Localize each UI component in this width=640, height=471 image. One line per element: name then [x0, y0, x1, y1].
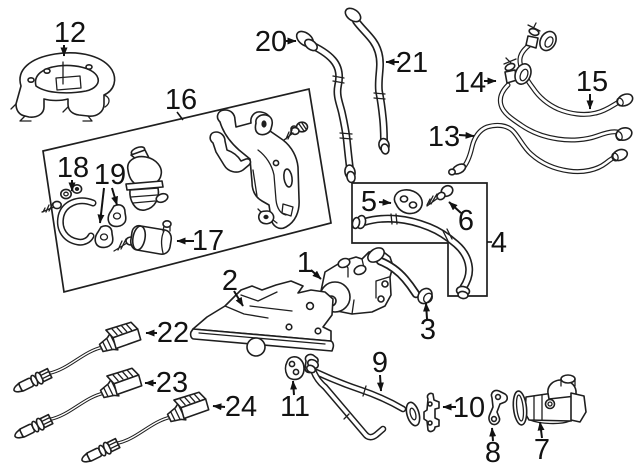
callouts: 1 2 3 4 5 6 7 8 9 10 11 12 13 14 15 16 1…: [54, 17, 608, 469]
callout-arrow: [378, 198, 392, 206]
callout-3: 3: [420, 302, 436, 346]
callout-12-label[interactable]: 12: [54, 17, 86, 49]
group-box-16: [42, 87, 332, 294]
part-24-drawing: [74, 385, 213, 471]
part-14-drawing: [497, 57, 633, 143]
callout-arrow: [212, 403, 226, 411]
callout-8-label[interactable]: 8: [485, 437, 501, 469]
callout-arrow: [423, 302, 431, 320]
callout-20-label[interactable]: 20: [255, 26, 287, 58]
callout-3-label[interactable]: 3: [420, 314, 436, 346]
callout-15: 15: [576, 66, 608, 110]
callout-arrow: [458, 131, 475, 139]
part-7-drawing: [512, 374, 587, 426]
callout-19: 19: [94, 159, 126, 224]
callout-10: 10: [442, 392, 485, 424]
callout-22-label[interactable]: 22: [157, 317, 189, 349]
callout-7-label[interactable]: 7: [534, 434, 550, 466]
callout-23-label[interactable]: 23: [156, 367, 188, 399]
part-12-drawing: [10, 52, 116, 122]
callout-11: 11: [280, 380, 310, 423]
callout-18-label[interactable]: 18: [57, 152, 89, 184]
callout-9-label[interactable]: 9: [372, 347, 388, 379]
part-21-drawing: [344, 7, 390, 155]
callout-leader: [176, 111, 184, 121]
group-box-4: [351, 182, 488, 297]
callout-18: 18: [57, 152, 89, 192]
part-3-drawing: [367, 247, 434, 305]
part-4-group-contents: [351, 184, 474, 300]
part-15-drawing: [517, 22, 634, 117]
callout-arrow: [310, 269, 322, 280]
callout-13-label[interactable]: 13: [428, 121, 460, 153]
callout-7: 7: [534, 421, 550, 466]
callout-12: 12: [54, 17, 86, 57]
callout-4: 4: [487, 227, 507, 259]
callout-16: 16: [165, 84, 197, 121]
callout-arrow: [376, 374, 384, 392]
part-8-drawing: [488, 389, 509, 426]
callout-arrow: [448, 201, 462, 214]
callout-24-label[interactable]: 24: [225, 391, 257, 423]
callout-13: 13: [428, 121, 475, 153]
part-23-drawing: [7, 361, 146, 448]
callout-6: 6: [448, 201, 474, 237]
callout-24: 24: [212, 391, 257, 423]
callout-11-label[interactable]: 11: [280, 391, 310, 423]
callout-arrow: [489, 427, 497, 442]
callout-17: 17: [176, 225, 224, 257]
callout-20: 20: [255, 26, 297, 58]
part-9-drawing: [305, 358, 421, 441]
callout-1-label[interactable]: 1: [297, 247, 313, 279]
callout-19-label[interactable]: 19: [94, 159, 126, 191]
callout-22: 22: [145, 317, 189, 349]
callout-arrow: [537, 421, 545, 439]
part-16-group-contents: [41, 109, 309, 255]
callout-5-label[interactable]: 5: [361, 186, 377, 218]
part-10-drawing: [423, 392, 440, 433]
callout-5: 5: [361, 186, 392, 218]
callout-6-label[interactable]: 6: [458, 205, 474, 237]
callout-8: 8: [485, 427, 501, 469]
callout-2: 2: [222, 265, 244, 307]
part-13-drawing: [447, 122, 629, 176]
part-11-drawing: [284, 353, 319, 381]
callout-15-label[interactable]: 15: [576, 66, 608, 98]
callout-16-label[interactable]: 16: [165, 84, 197, 116]
callout-21: 21: [385, 47, 428, 79]
part-2-drawing: [189, 280, 335, 357]
callout-arrow: [290, 380, 298, 396]
callout-1: 1: [297, 247, 322, 280]
callout-4-label[interactable]: 4: [491, 227, 507, 259]
callout-14-label[interactable]: 14: [454, 67, 486, 99]
callout-arrow: [97, 187, 105, 224]
callout-arrow: [233, 290, 244, 307]
callout-10-label[interactable]: 10: [453, 392, 485, 424]
callout-arrow: [111, 187, 118, 206]
callout-21-label[interactable]: 21: [396, 47, 428, 79]
callout-9: 9: [372, 347, 388, 392]
callout-23: 23: [144, 367, 188, 399]
callout-17-label[interactable]: 17: [192, 225, 224, 257]
part-20-drawing: [295, 30, 356, 184]
callout-14: 14: [454, 67, 497, 99]
callout-2-label[interactable]: 2: [222, 265, 238, 297]
